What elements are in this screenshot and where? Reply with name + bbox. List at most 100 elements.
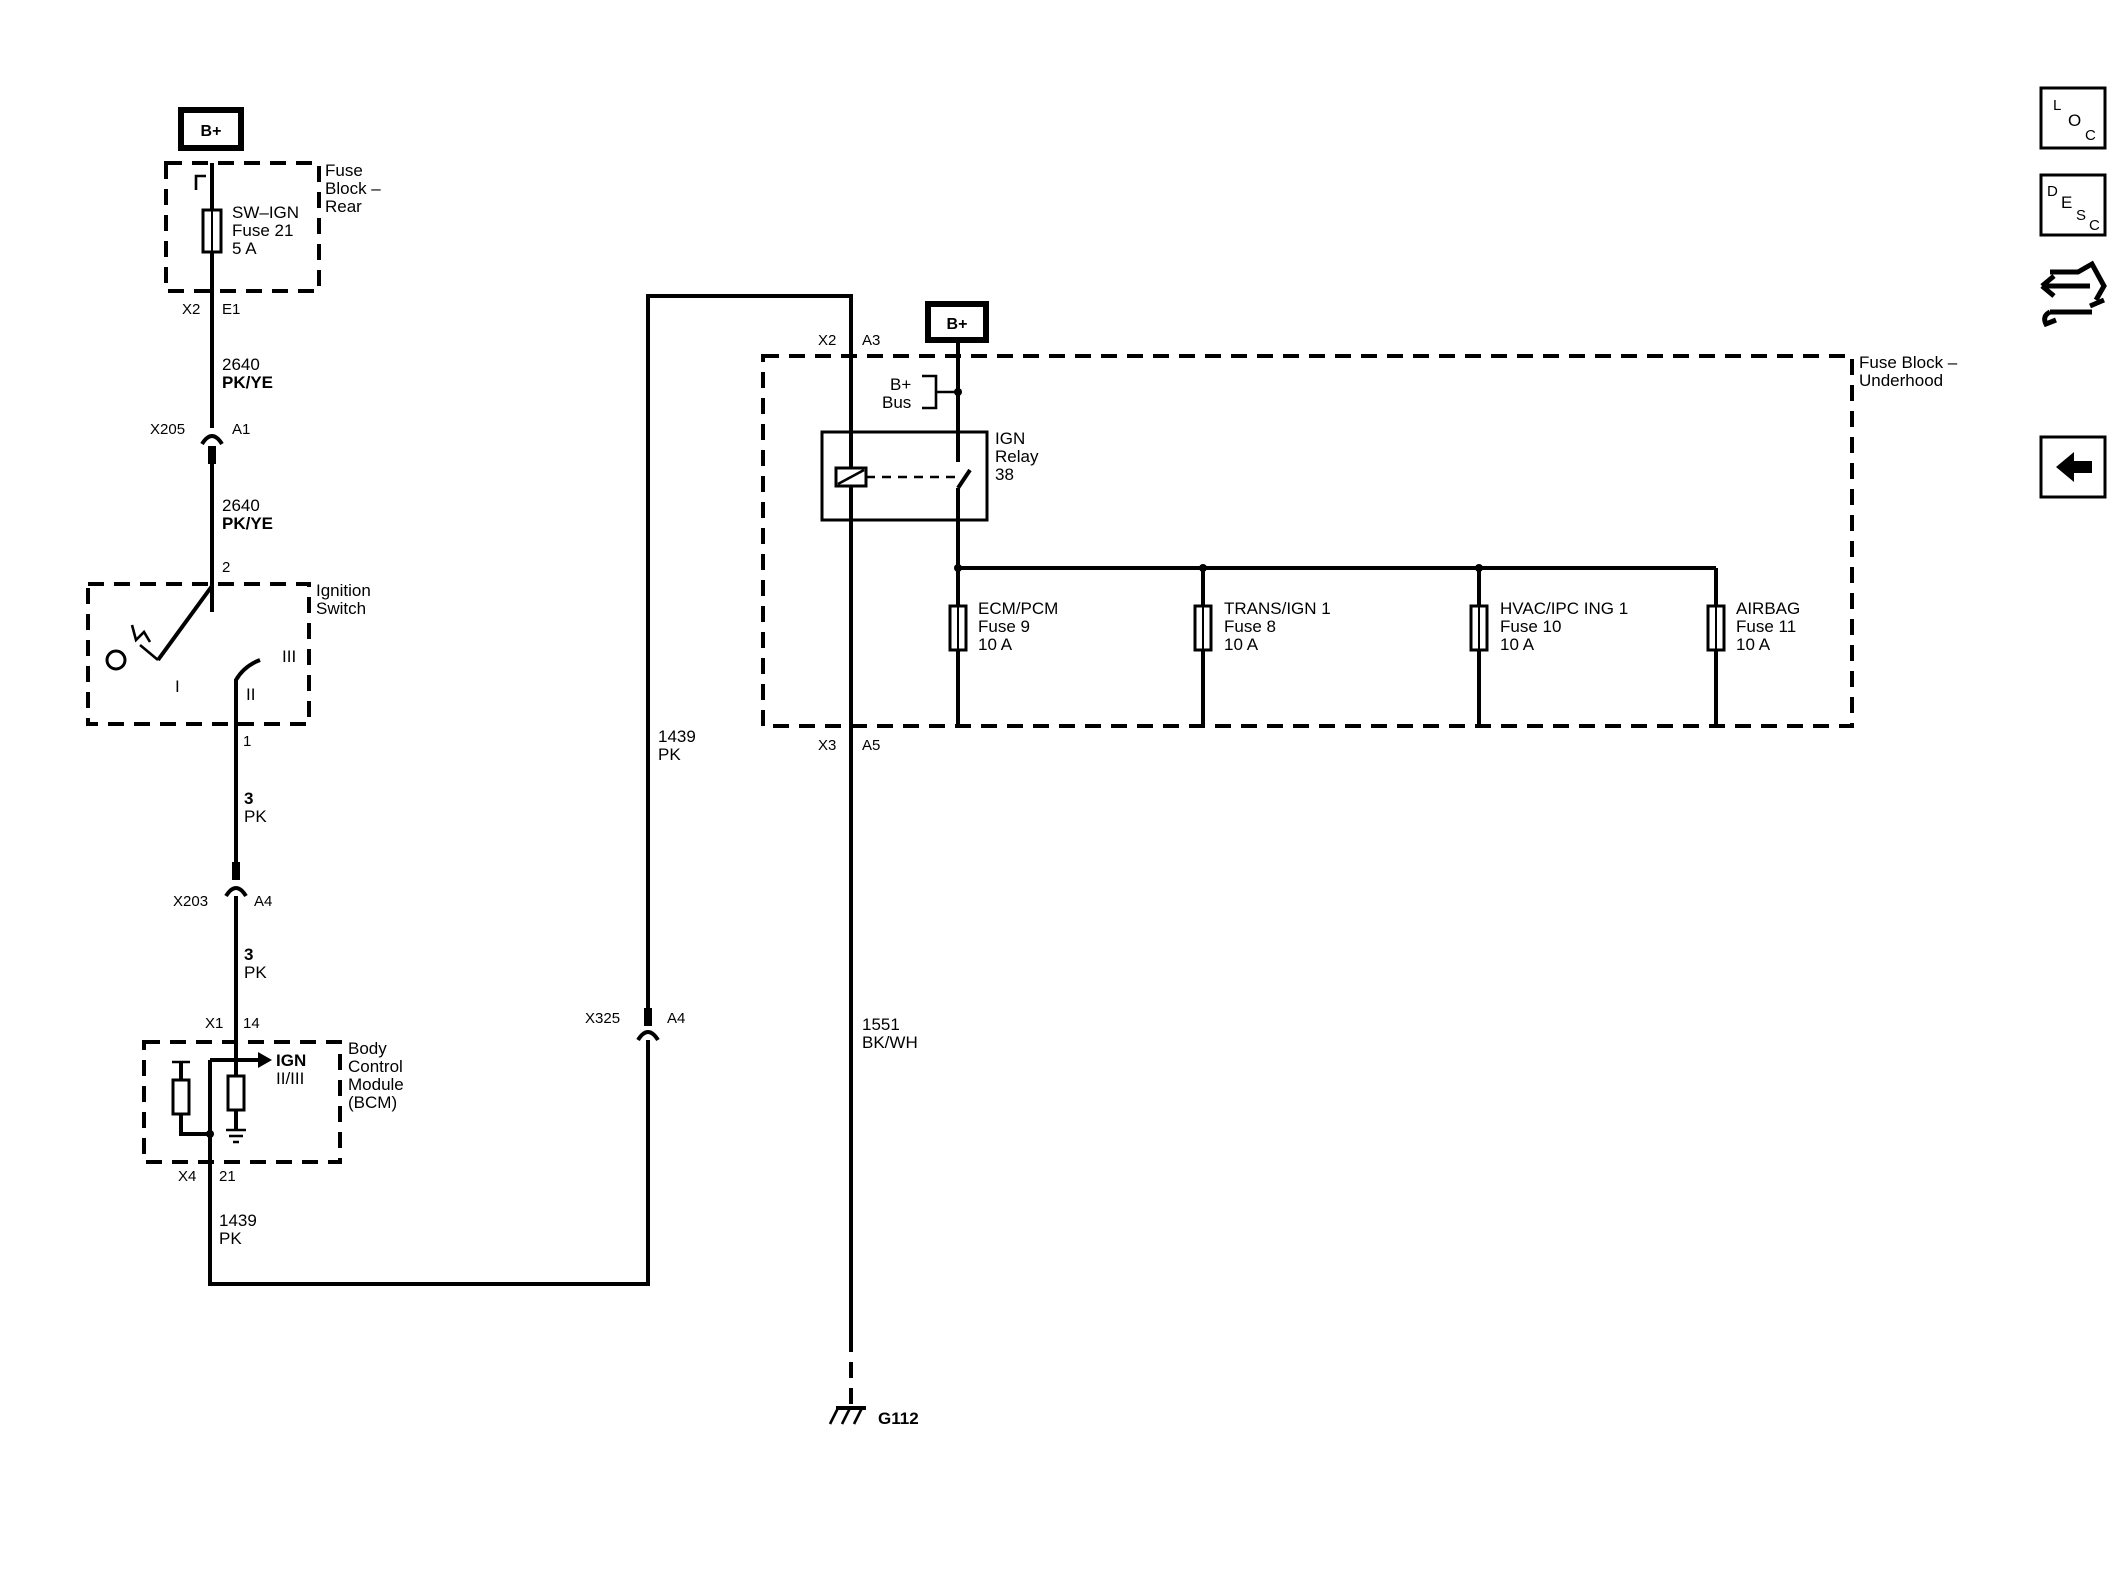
ignition-switch-name-1: Ignition (316, 581, 371, 600)
bcm-pin-in: 14 (243, 1015, 260, 1032)
bplus-bus-bracket (922, 374, 958, 410)
ground-label: G112 (878, 1409, 919, 1428)
fuse-block-rear-name-1: Fuse (325, 161, 363, 180)
underhood-pin-bottom: A5 (862, 737, 880, 754)
fuse-block-rear-box (164, 161, 321, 293)
fuse-9-number: Fuse 9 (978, 617, 1030, 636)
fuse-21-name: SW–IGN (232, 203, 299, 222)
fuse-11-number: Fuse 11 (1736, 617, 1796, 636)
desc-char-e: E (2061, 193, 2072, 212)
power-tag-right: B+ (925, 301, 989, 343)
back-arrow-icon (2056, 452, 2092, 482)
fuse-8-rating: 10 A (1224, 635, 1259, 654)
fuse-block-underhood-name-1: Fuse Block – (1859, 353, 1958, 372)
bcm-ground-icon (226, 1128, 246, 1144)
underhood-pin-top: A3 (862, 332, 880, 349)
x203-pin-label: A4 (254, 893, 272, 910)
bcm-name-4: (BCM) (348, 1093, 397, 1112)
wire-1439-bottom (208, 1040, 650, 1286)
ignition-switch-box (86, 582, 311, 726)
power-tag-right-label: B+ (947, 316, 968, 333)
fuse-9-rating: 10 A (978, 635, 1013, 654)
wire-3-b-color: PK (244, 963, 267, 982)
switch-position-1: I (175, 677, 180, 696)
switch-position-3: III (282, 647, 296, 666)
wire-1439-bottom-color: PK (219, 1229, 242, 1248)
wire-1439-bottom-circuit: 1439 (219, 1211, 257, 1230)
relay-switch-icon (956, 468, 972, 490)
x205-pin-label: A1 (232, 421, 250, 438)
wire-1551-color: BK/WH (862, 1033, 918, 1052)
bus-hook-icon (194, 174, 214, 190)
fuse-10-number: Fuse 10 (1500, 617, 1561, 636)
switch-position-2: II (246, 685, 255, 704)
x205-connector-label: X205 (150, 421, 185, 438)
loc-char-l: L (2053, 97, 2061, 114)
x203-connector-label: X203 (173, 893, 208, 910)
wire-3-a-color: PK (244, 807, 267, 826)
fuse-block-rear-name-2: Block – (325, 179, 381, 198)
fuse-block-underhood-name-2: Underhood (1859, 371, 1943, 390)
bcm-name-1: Body (348, 1039, 387, 1058)
desc-char-c: C (2089, 217, 2100, 234)
bcm-pullup-resistor-icon (171, 1078, 191, 1116)
ign-relay-name-1: IGN (995, 429, 1025, 448)
bcm-signal-2: II/III (276, 1069, 304, 1088)
x325-connector-icon (636, 1030, 660, 1042)
ign-relay-name-2: Relay (995, 447, 1039, 466)
connector-tool-button[interactable] (2035, 255, 2111, 335)
power-tag-left: B+ (178, 107, 244, 151)
ignition-switch-pin-top: 2 (222, 559, 230, 576)
ign-relay-box (820, 430, 989, 522)
switch-key-icon (130, 624, 152, 643)
x205-connector-icon (200, 434, 224, 446)
bcm-signal-1: IGN (276, 1051, 306, 1070)
fuse-11-rating: 10 A (1736, 635, 1771, 654)
bcm-pulldown-resistor-icon (226, 1074, 246, 1112)
desc-char-d: D (2047, 183, 2058, 200)
switch-contact-arm (156, 584, 214, 662)
back-button[interactable] (2039, 435, 2107, 499)
wire-1439-right-color: PK (658, 745, 681, 764)
underhood-connector-top: X2 (818, 332, 836, 349)
bplus-bus-label-2: Bus (882, 393, 911, 412)
loc-char-o: O (2068, 111, 2081, 130)
wire-2640-b-circuit: 2640 (222, 496, 260, 515)
fuse-21-number: Fuse 21 (232, 221, 293, 240)
power-tag-left-label: B+ (201, 123, 222, 140)
wire-1439-right (646, 294, 853, 1024)
desc-button[interactable]: D E S C (2039, 173, 2107, 237)
fuse-block-rear-connector: X2 (182, 301, 200, 318)
wire-2640-a-circuit: 2640 (222, 355, 260, 374)
fuse-10-rating: 10 A (1500, 635, 1535, 654)
fuse-block-underhood-box (761, 354, 1854, 728)
loc-char-c: C (2085, 127, 2096, 144)
fuse-8-name: TRANS/IGN 1 (1224, 599, 1331, 618)
fuse-9-name: ECM/PCM (978, 599, 1058, 618)
fuse-8-number: Fuse 8 (1224, 617, 1276, 636)
fuse-11-name: AIRBAG (1736, 599, 1800, 618)
bcm-name-3: Module (348, 1075, 404, 1094)
ign-relay-name-3: 38 (995, 465, 1014, 484)
underhood-connector-bottom: X3 (818, 737, 836, 754)
desc-char-s: S (2076, 207, 2086, 224)
switch-pivot-icon (105, 649, 127, 671)
connector-tool-icon (2050, 260, 2107, 302)
bcm-input-arrow-icon (258, 1052, 272, 1068)
wire-3-b-circuit: 3 (244, 945, 253, 964)
fuse-10-name: HVAC/IPC ING 1 (1500, 599, 1628, 618)
x325-connector-label: X325 (585, 1010, 620, 1027)
x203-connector-icon (224, 886, 248, 898)
wire-2640-a-color: PK/YE (222, 373, 273, 392)
switch-contact-run (234, 658, 261, 724)
wire-1439-right-circuit: 1439 (658, 727, 696, 746)
bcm-pin-out: 21 (219, 1168, 236, 1185)
fuse-21-rating: 5 A (232, 239, 257, 258)
wire-1551-circuit: 1551 (862, 1015, 900, 1034)
bcm-box (142, 1040, 342, 1164)
bplus-bus-label-1: B+ (890, 375, 911, 394)
loc-button[interactable]: L O C (2039, 86, 2107, 150)
ignition-switch-name-2: Switch (316, 599, 366, 618)
ignition-switch-pin-bottom: 1 (243, 733, 251, 750)
